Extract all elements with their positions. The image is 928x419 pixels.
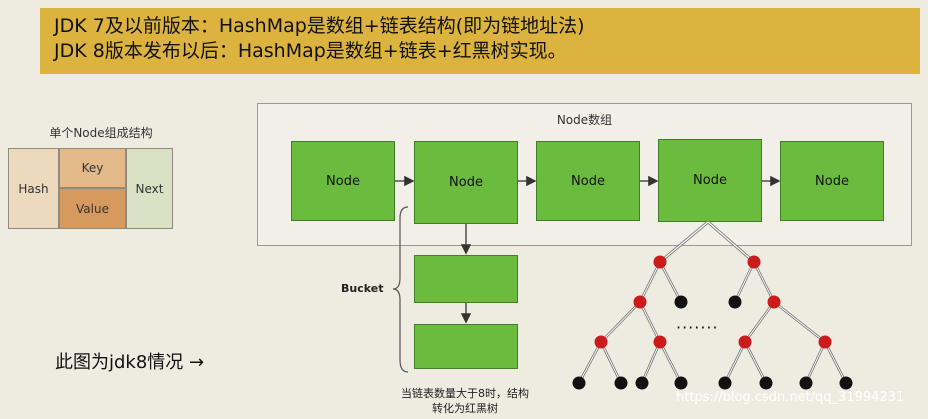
watermark: https://blog.csdn.net/qq_31994231 — [676, 390, 905, 405]
tree-node-black — [839, 376, 853, 390]
tree-node-black — [728, 295, 742, 309]
tree-node-red — [594, 335, 608, 349]
tree-node-black — [674, 295, 688, 309]
bucket-node-1 — [414, 255, 518, 303]
black-tree-nodes — [572, 295, 853, 390]
tree-node-black — [614, 376, 628, 390]
banner-line-jdk7: JDK 7及以前版本：HashMap是数组+链表结构(即为链地址法) — [54, 15, 585, 37]
red-tree-nodes — [594, 255, 832, 349]
hash-field: Hash — [8, 148, 59, 229]
node-structure-table: Hash Key Value Next — [8, 148, 173, 229]
treeify-note-line1: 当链表数量大于8时，结构 — [401, 387, 529, 400]
tree-node-black — [572, 376, 586, 390]
tree-node-black — [635, 376, 649, 390]
value-field: Value — [59, 188, 126, 229]
tree-node-red — [738, 335, 752, 349]
bucket-node-2 — [414, 324, 518, 369]
array-node-3: Node — [536, 141, 640, 221]
tree-node-red — [653, 335, 667, 349]
jdk8-label: 此图为jdk8情况 → — [55, 352, 205, 373]
tree-ellipsis: ······· — [676, 318, 719, 337]
next-field: Next — [126, 148, 173, 229]
tree-node-red — [747, 255, 761, 269]
array-node-2: Node — [414, 141, 518, 224]
node4-to-tree-links — [659, 220, 755, 264]
node-array-title: Node数组 — [556, 113, 613, 127]
tree-node-red — [633, 295, 647, 309]
banner-line-jdk8: JDK 8版本发布以后：HashMap是数组+链表+红黑树实现。 — [54, 40, 567, 62]
tree-node-red — [653, 255, 667, 269]
treeify-note: 当链表数量大于8时，结构 转化为红黑树 — [375, 386, 555, 416]
tree-node-black — [718, 376, 732, 390]
tree-node-red — [767, 295, 781, 309]
bucket-label: Bucket — [341, 282, 384, 295]
array-node-1: Node — [291, 141, 395, 221]
tree-node-red — [818, 335, 832, 349]
tree-node-black — [674, 376, 688, 390]
tree-node-black — [759, 376, 773, 390]
node-structure-caption: 单个Node组成结构 — [49, 126, 153, 140]
bucket-brace — [392, 206, 409, 373]
header-banner: JDK 7及以前版本：HashMap是数组+链表结构(即为链地址法) JDK 8… — [40, 8, 920, 74]
tree-node-black — [799, 376, 813, 390]
treeify-note-line2: 转化为红黑树 — [432, 402, 498, 415]
array-node-5: Node — [780, 141, 884, 221]
key-field: Key — [59, 148, 126, 188]
